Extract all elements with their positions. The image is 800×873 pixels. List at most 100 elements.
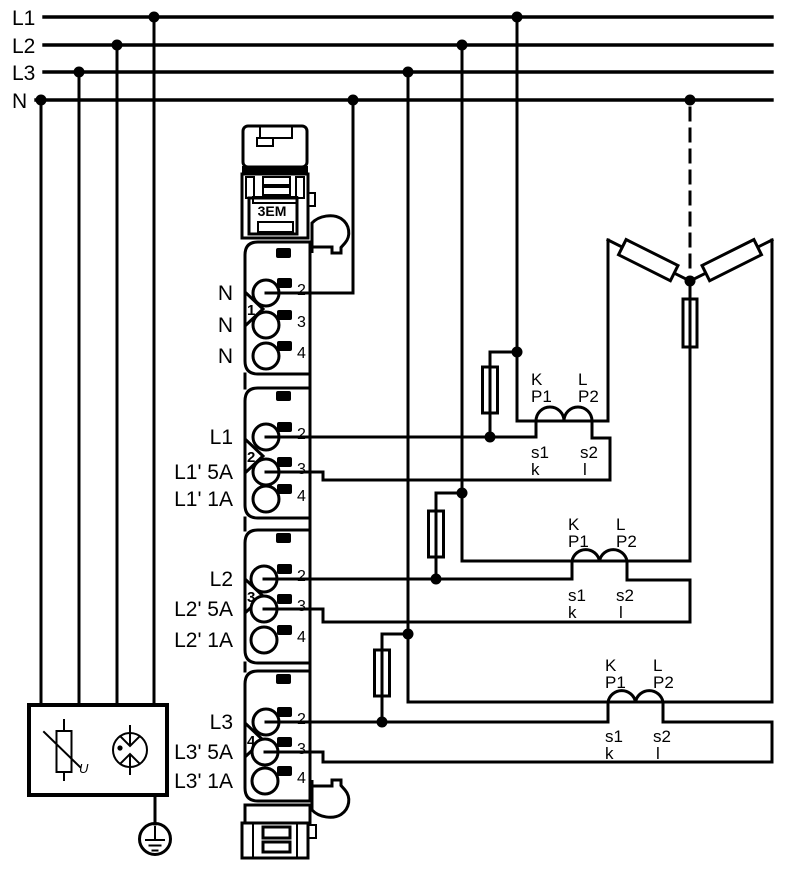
terminal-group-l2: 3 2 3 4 L2 L2' 5A L2' 1A [174,564,306,655]
ct1-label-k2: k [531,460,540,479]
terminal-label: N [218,345,233,368]
ct3-label-k: K [605,656,617,675]
terminal-number: 4 [297,345,306,362]
l3-fuse-branch [380,632,410,724]
terminal-number: 3 [297,741,306,758]
junction-dots [35,11,696,728]
terminal-number: 4 [297,770,306,787]
load-resistor-left [616,237,680,283]
ct1-label-p1: P1 [531,387,552,406]
terminal-number: 2 [297,711,306,728]
led-slot [276,674,291,684]
ct2-label-s2: s2 [616,586,634,605]
ct1-label-k: K [531,370,543,389]
ct2-label-k2: k [568,603,577,622]
terminal-label: N [218,314,233,337]
l2-s2-return-wire [262,559,692,624]
terminal-number: 2 [297,282,306,299]
l1-voltage-s1-wire [264,419,538,439]
group-arrow-number: 1 [247,302,255,319]
fuse-l2 [427,509,445,559]
terminal-number: 4 [297,629,306,646]
surge-protection-box: U [27,703,172,856]
terminal-label: L3' 5A [174,741,233,764]
group-arrow-number: 4 [247,733,256,750]
l3-voltage-s1-wire [264,700,610,724]
l3-primary [406,70,774,704]
ct1-label-l2: l [583,460,587,479]
group-arrow-number: 2 [247,449,255,466]
ct-l3: K P1 L P2 s1 k s2 l [605,656,674,763]
module-bottom-connector [240,803,317,860]
terminal-label: L1' 1A [174,488,233,511]
ct3-label-p1: P1 [605,673,626,692]
l2-primary [460,43,692,563]
din-latch-top [310,214,351,255]
bus-label-l1: L1 [12,7,35,30]
l1-primary [515,15,610,423]
fuse-l1 [481,365,499,415]
terminal-label: L3 [210,711,233,734]
l1-s2-return-wire [264,419,612,482]
ct3-label-l2: l [656,744,660,763]
terminal-group-n: 1 2 3 4 N N N [218,278,306,371]
terminal-label: L1' 5A [174,461,233,484]
terminal-circle [251,341,281,371]
l3-s2-return-wire [263,700,774,764]
star-load [605,106,775,349]
terminal-number: 2 [297,426,306,443]
ct3-label-s1: s1 [605,727,623,746]
module-label-plate [247,196,299,236]
varistor-icon: U [42,719,89,781]
terminal-label: L2 [210,568,233,591]
terminal-circle [250,766,280,796]
varistor-label: U [79,761,89,776]
supply-box-outline [27,703,169,797]
terminal-label: L1 [210,426,233,449]
power-buses: L1 L2 L3 N [12,7,774,113]
terminal-group-l1: 2 2 3 4 L1 L1' 5A L1' 1A [174,422,306,514]
module-label: 3EM [258,203,287,219]
terminal-circle [249,625,279,655]
ct3-label-s2: s2 [653,727,671,746]
ct2-label-k: K [568,515,580,534]
terminal-circle [251,484,281,514]
ground-symbol [138,793,172,856]
l2-voltage-s1-wire [262,559,574,581]
bus-label-l2: L2 [12,35,35,58]
phase-l2-wiring: K P1 L P2 s1 k s2 l [262,43,692,624]
ct3-label-k2: k [605,744,614,763]
ct2-label-p1: P1 [568,532,589,551]
din-latch-bottom [310,778,351,819]
ct-l2: K P1 L P2 s1 k s2 l [568,515,637,622]
ct2-label-p2: P2 [616,532,637,551]
phase-l1-wiring: K P1 L P2 s1 k s2 l [264,15,612,482]
led-slot [276,533,291,543]
ct2-label-l: L [616,515,625,534]
group-arrow-number: 3 [247,589,255,606]
load-resistor-right [700,237,764,283]
terminal-number: 3 [297,598,306,615]
terminal-circle [251,310,281,340]
terminal-number: 4 [297,488,306,505]
ct2-label-l2: l [619,603,623,622]
terminal-number: 3 [297,314,306,331]
ct1-label-p2: P2 [578,387,599,406]
meter-module: 3EM [174,124,351,860]
led-slot [276,391,291,401]
ct1-label-l: L [578,370,587,389]
module-top-connector [241,124,309,169]
bus-label-n: N [12,90,27,113]
ct3-label-l: L [653,656,662,675]
l2-fuse-branch [434,491,464,581]
l1-fuse-branch [488,350,519,439]
terminal-label: L2' 5A [174,598,233,621]
terminal-label: L3' 1A [174,770,233,793]
module-head: 3EM [240,172,316,240]
module-sections [243,240,312,803]
terminal-group-l3: 4 2 3 4 L3 L3' 5A L3' 1A [174,707,306,796]
bus-label-l3: L3 [12,62,35,85]
ct-l1: K P1 L P2 s1 k s2 l [531,370,599,479]
